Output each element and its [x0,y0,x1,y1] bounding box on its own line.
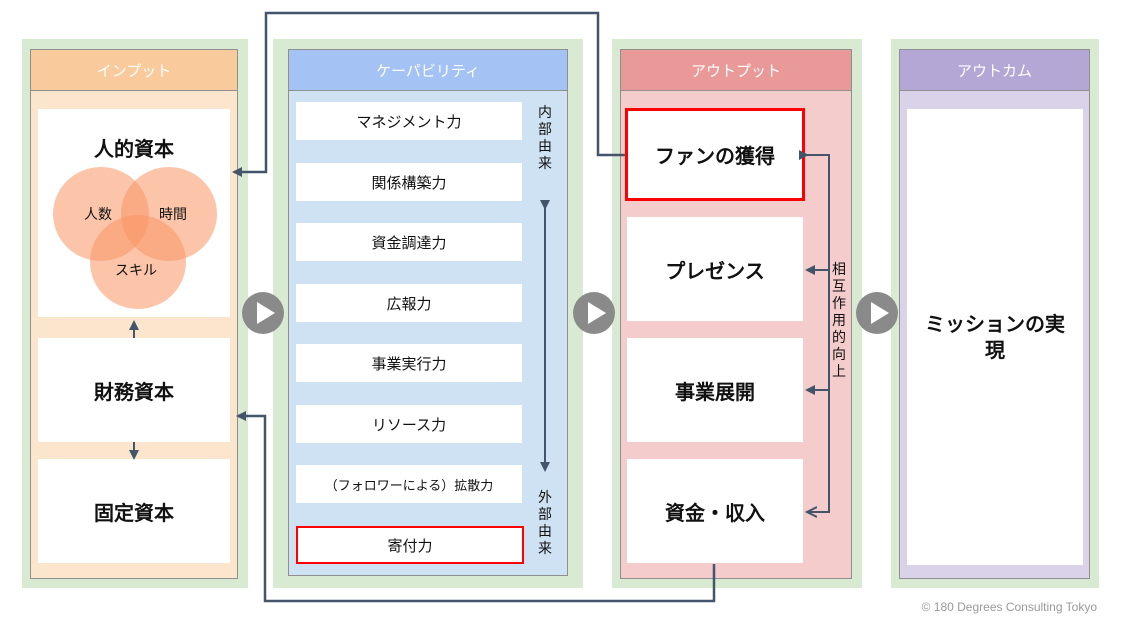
output-item: 資金・収入 [627,459,803,563]
mission-realization-text: ミッションの実現 [925,312,1065,362]
capability-item: （フォロワーによる）拡散力 [296,465,522,503]
venn-diagram: 人数 時間 スキル [52,165,222,310]
internal-origin-label: 内部由来 [538,105,552,172]
output-mutual-connector [807,155,830,512]
flow-arrow-capability-to-output-icon [573,292,615,334]
copyright-text: © 180 Degrees Consulting Tokyo [921,600,1097,614]
flow-arrow-output-to-outcome-icon [856,292,898,334]
external-origin-label: 外部由来 [538,490,552,557]
fixed-capital-box: 固定資本 [38,459,230,563]
feedback-connector-fans-to-human-capital [232,11,625,177]
venn-circle-skill [90,215,186,309]
output-item-highlighted: ファンの獲得 [625,108,805,201]
human-capital-title: 人的資本 [94,137,174,161]
outcome-header: アウトカム [900,50,1089,91]
capability-item: リソース力 [296,405,522,443]
capability-item: 事業実行力 [296,344,522,382]
output-item: プレゼンス [627,217,803,321]
capability-item: 関係構築力 [296,163,522,201]
capability-item-highlighted: 寄付力 [296,526,524,564]
capability-item: 広報力 [296,284,522,322]
venn-label-skill: スキル [115,263,157,279]
capability-item: 資金調達力 [296,223,522,261]
feedback-connector-funds-to-financial-capital [236,411,716,603]
mutual-improvement-label: 相互作用的向上 [832,262,846,380]
output-item: 事業展開 [627,338,803,442]
outcome-box: ミッションの実現 [907,109,1083,565]
venn-label-headcount: 人数 [84,207,112,223]
flow-arrow-input-to-capability-icon [242,292,284,334]
capability-item: マネジメント力 [296,102,522,140]
input-header: インプット [31,50,237,91]
financial-capital-box: 財務資本 [38,338,230,442]
output-header: アウトプット [621,50,851,91]
venn-label-time: 時間 [159,207,187,223]
capability-header: ケーパビリティ [289,50,567,91]
